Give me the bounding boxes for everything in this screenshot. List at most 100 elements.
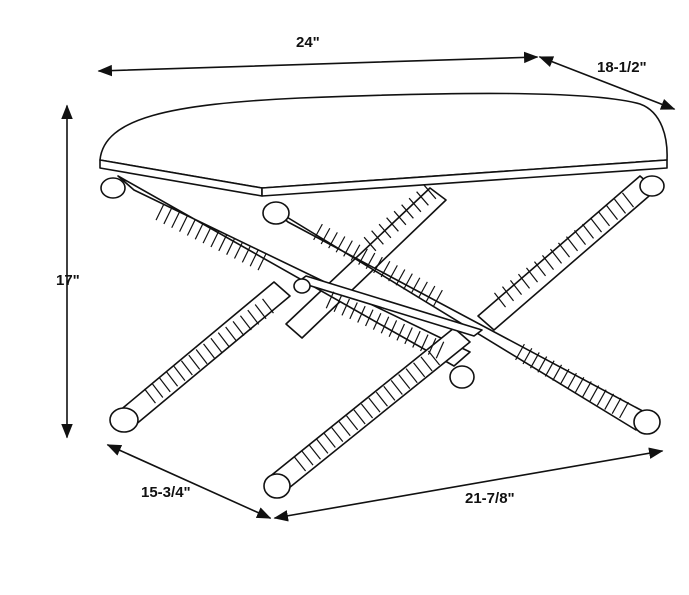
spindle-ring xyxy=(323,433,336,448)
spindle-ring xyxy=(247,309,260,325)
spindle-ring xyxy=(368,397,381,413)
spindle-ring xyxy=(241,245,251,263)
spindle-ring xyxy=(559,368,570,386)
spindle-ring xyxy=(386,217,399,232)
spindle-ring xyxy=(335,236,346,253)
spindle-ring xyxy=(357,305,366,323)
spindle-ring xyxy=(604,393,615,410)
spindle-ring xyxy=(365,309,374,327)
spindle-ring xyxy=(408,197,422,213)
spindle-ring xyxy=(537,356,548,373)
spindle-ring xyxy=(416,191,429,206)
leg-rear-left-diagonal xyxy=(117,281,291,427)
spindle-ring xyxy=(301,450,314,466)
spindle-ring xyxy=(179,215,189,232)
spindle-ring xyxy=(325,291,335,309)
spindle-ring xyxy=(380,260,391,278)
spindle-ring xyxy=(388,320,398,338)
seat-side-edge xyxy=(261,159,668,197)
spindle-ring xyxy=(232,320,245,337)
base-depth-dimension-arrow xyxy=(106,444,272,519)
spindle-ring xyxy=(401,204,414,219)
spindle-ring xyxy=(573,230,587,245)
spindle-ring xyxy=(218,234,228,252)
overall-height-label: 17" xyxy=(56,272,80,289)
spindle-turnings xyxy=(144,184,635,472)
spindle-ring xyxy=(398,374,411,389)
spindle-ring xyxy=(388,265,398,282)
spindle-ring xyxy=(163,207,173,225)
spindle-ring xyxy=(390,380,403,395)
spindle-ring xyxy=(418,281,428,298)
spindle-ring xyxy=(333,295,343,313)
spindle-ring xyxy=(346,415,359,431)
spindle-ring xyxy=(343,240,353,257)
spindle-ring xyxy=(613,198,627,214)
spindle-ring xyxy=(619,401,629,419)
spindle-ring xyxy=(233,242,243,259)
seat-cushion-top xyxy=(99,92,668,189)
spindle-ring xyxy=(171,211,181,229)
spindle-ring xyxy=(501,286,515,302)
spindle-ring xyxy=(173,365,186,382)
spindle-ring xyxy=(365,252,376,270)
spindle-ring xyxy=(144,388,156,404)
spindle-ring xyxy=(596,389,607,406)
spindle-ring xyxy=(589,217,603,233)
leg-front-bottom-diagonal xyxy=(267,327,471,493)
spindle-ring xyxy=(210,230,220,248)
spindle-ring xyxy=(410,277,421,294)
spindle-ring xyxy=(403,273,413,290)
spindle-ring xyxy=(435,341,445,359)
spindle-ring xyxy=(557,242,571,258)
spindle-ring xyxy=(383,385,396,401)
spindle-ring xyxy=(308,444,321,460)
spindle-ring xyxy=(525,267,539,283)
overall-width-label: 24" xyxy=(296,34,320,51)
spindle-ring xyxy=(515,343,525,361)
spindle-ring xyxy=(371,230,384,245)
spindle-ring xyxy=(254,304,267,320)
spindle-ring xyxy=(363,236,377,252)
spindle-ring xyxy=(195,349,208,365)
spindle-ring xyxy=(552,364,563,381)
spindle-ring xyxy=(188,354,201,370)
overall-depth-label: 18-1/2" xyxy=(597,59,647,76)
spindle-ring xyxy=(249,249,259,267)
spindle-ring xyxy=(565,236,579,252)
spindle-ring xyxy=(423,184,437,200)
spindle-ring xyxy=(316,438,329,454)
spindle-ring xyxy=(405,368,418,384)
spindle-ring xyxy=(396,323,405,341)
spindle-ring xyxy=(380,316,390,334)
spindle-ring xyxy=(522,347,533,365)
spindle-ring xyxy=(373,256,383,274)
spindle-ring xyxy=(404,327,413,345)
base-width-dimension-arrow xyxy=(273,447,664,522)
spindle-ring xyxy=(611,397,622,415)
spindle-ring xyxy=(420,334,429,352)
spindle-ring xyxy=(425,285,436,303)
spindle-ring xyxy=(293,456,307,472)
width-dimension-arrow xyxy=(97,51,539,77)
spindle-ring xyxy=(581,381,592,398)
depth-dimension-arrow xyxy=(538,56,676,110)
spindle-ring xyxy=(166,371,179,387)
spindle-ring xyxy=(203,343,215,359)
spindle-ring xyxy=(225,326,238,342)
spindle-ring xyxy=(350,244,361,261)
spindle-ring xyxy=(509,280,523,295)
spindle-ring xyxy=(581,223,595,239)
spindle-ring xyxy=(341,298,350,316)
leg-end-caps xyxy=(100,175,665,499)
spindle-ring xyxy=(257,253,267,271)
spindle-ring xyxy=(544,360,555,377)
spindle-ring xyxy=(605,205,619,220)
spindle-ring xyxy=(360,403,374,419)
spindle-ring xyxy=(313,223,323,241)
spindle-ring xyxy=(328,232,338,249)
spindle-ring xyxy=(180,360,193,376)
base-depth-label: 15-3/4" xyxy=(141,484,191,501)
